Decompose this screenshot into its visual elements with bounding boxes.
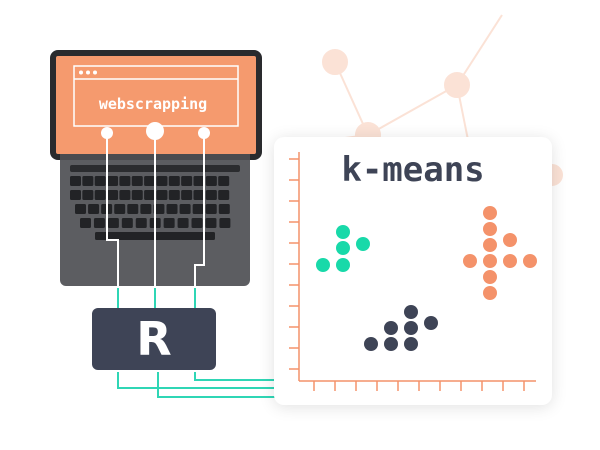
window-dot-icon xyxy=(79,70,83,75)
keyboard-key xyxy=(168,176,180,186)
keyboard-key xyxy=(107,176,119,186)
keyboard-key xyxy=(177,218,189,228)
keyboard-key xyxy=(82,190,94,200)
orange-cluster-point xyxy=(463,254,477,268)
keyboard-key xyxy=(107,190,119,200)
keyboard-key xyxy=(131,190,143,200)
keyboard-key xyxy=(179,204,191,214)
navy-cluster-point xyxy=(404,305,418,319)
window-dot-icon xyxy=(86,70,90,75)
keyboard-key xyxy=(121,218,133,228)
keyboard-key xyxy=(127,204,139,214)
keyboard-key xyxy=(135,218,147,228)
keyboard-key xyxy=(156,176,168,186)
teal-cluster-point xyxy=(316,258,330,272)
k-means-card xyxy=(274,137,552,405)
keyboard-key xyxy=(193,190,205,200)
orange-cluster-point xyxy=(483,254,497,268)
orange-cluster-point xyxy=(483,206,497,220)
orange-cluster-point xyxy=(523,254,537,268)
keyboard-key xyxy=(218,190,230,200)
screen-node-icon xyxy=(146,122,164,140)
keyboard-key xyxy=(131,176,143,186)
orange-cluster-point xyxy=(483,238,497,252)
keyboard-key xyxy=(205,204,217,214)
connector-lines xyxy=(117,372,276,398)
navy-cluster-point xyxy=(404,321,418,335)
keyboard-key xyxy=(181,176,193,186)
background-network xyxy=(322,14,563,186)
keyboard-key xyxy=(94,190,106,200)
k-means-plot xyxy=(289,152,537,391)
data-wires xyxy=(106,131,205,310)
orange-cluster-point xyxy=(483,270,497,284)
screen-node-icon xyxy=(101,127,113,139)
navy-cluster-point xyxy=(424,316,438,330)
data-wires-below xyxy=(117,288,196,310)
keyboard-key xyxy=(88,204,100,214)
keyboard-key xyxy=(75,204,86,214)
keyboard-key xyxy=(181,190,193,200)
window-dot-icon xyxy=(93,70,97,75)
navy-cluster-point xyxy=(404,337,418,351)
keyboard-key xyxy=(153,204,165,214)
teal-cluster-point xyxy=(356,237,370,251)
keyboard-key xyxy=(163,218,175,228)
keyboard-key xyxy=(70,190,81,200)
keyboard-key xyxy=(114,204,126,214)
x-axis xyxy=(299,380,536,391)
keyboard-key xyxy=(156,190,168,200)
keyboard-key xyxy=(192,204,204,214)
screen-label: webscrapping xyxy=(98,95,208,113)
keyboard-key xyxy=(193,176,205,186)
keyboard-key xyxy=(93,218,105,228)
y-axis xyxy=(289,152,300,381)
keyboard-key xyxy=(119,190,131,200)
keyboard-key xyxy=(218,176,230,186)
r-box xyxy=(92,308,216,370)
orange-cluster-point xyxy=(503,254,517,268)
keyboard-key xyxy=(144,190,156,200)
teal-cluster-point xyxy=(336,258,350,272)
keyboard-key xyxy=(166,204,178,214)
keyboard-key xyxy=(107,218,119,228)
navy-cluster-point xyxy=(364,337,378,351)
orange-cluster-point xyxy=(503,233,517,247)
keyboard-key xyxy=(205,190,217,200)
navy-cluster-point xyxy=(384,337,398,351)
keyboard-key xyxy=(218,204,230,214)
keyboard-key xyxy=(82,176,94,186)
card-title: k-means xyxy=(341,150,485,190)
keyboard-key xyxy=(191,218,203,228)
keyboard-key xyxy=(205,218,217,228)
teal-cluster-point xyxy=(336,241,350,255)
r-logo-label: R xyxy=(136,312,172,366)
navy-cluster-point xyxy=(384,321,398,335)
keyboard-key xyxy=(144,176,156,186)
keyboard-key xyxy=(119,176,131,186)
teal-cluster-point xyxy=(336,225,350,239)
keyboard-key xyxy=(94,176,106,186)
keyboard-key xyxy=(80,218,91,228)
keyboard-key xyxy=(219,218,231,228)
screen-node-icon xyxy=(198,127,210,139)
keyboard-key xyxy=(140,204,152,214)
keyboard-key xyxy=(168,190,180,200)
keyboard-key xyxy=(205,176,217,186)
orange-cluster-point xyxy=(483,222,497,236)
orange-cluster-point xyxy=(483,286,497,300)
keyboard-key xyxy=(70,176,81,186)
